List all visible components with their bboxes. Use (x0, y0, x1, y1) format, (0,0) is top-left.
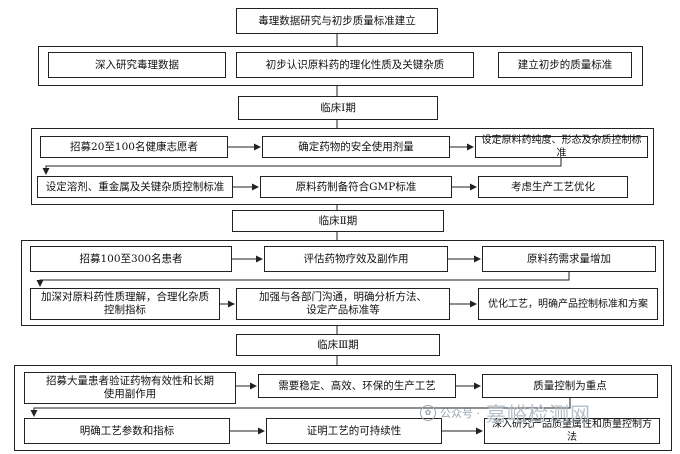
box-impurity-control-line1: 加深对原料药性质理解，合理化杂质 (41, 291, 209, 303)
box-toxicology-data: 深入研究毒理数据 (48, 52, 226, 78)
box-recruit-many-patients-line2: 使用副作用 (103, 388, 157, 400)
wechat-icon: ✿ (420, 404, 436, 421)
stage-title-phase3: 临床Ⅲ期 (236, 334, 440, 356)
box-stable-process: 需要稳定、高效、环保的生产工艺 (258, 374, 456, 398)
group-phase3 (14, 365, 672, 451)
box-impurity-control-line2: 控制指标 (104, 304, 146, 316)
box-physicochemical-properties: 初步认识原料药的理化性质及关键杂质 (236, 52, 474, 78)
box-purity-standard: 设定原料药纯度、形态及杂质控制标准 (475, 135, 648, 159)
box-preliminary-standard: 建立初步的质量标准 (498, 52, 632, 78)
box-recruit-many-patients-line1: 招募大量患者验证药物有效性和长期 (46, 375, 214, 387)
stage-title-toxicology: 毒理数据研究与初步质量标准建立 (236, 8, 438, 34)
stage-title-phase1: 临床Ⅰ期 (238, 96, 438, 120)
group-toxicology (38, 46, 643, 86)
box-process-parameters: 明确工艺参数和指标 (24, 418, 230, 444)
box-recruit-patients: 招募100至300名患者 (30, 246, 232, 272)
box-department-communication-line2: 设定产品标准等 (306, 304, 380, 316)
watermark-account: 公众号 · (440, 406, 480, 420)
box-optimize-process: 优化工艺，明确产品控制标准和方案 (478, 288, 658, 320)
box-efficacy: 评估药物疗效及副作用 (264, 246, 448, 272)
group-phase2 (21, 240, 664, 326)
box-recruit-many-patients: 招募大量患者验证药物有效性和长期 使用副作用 (24, 372, 236, 404)
box-impurity-control: 加深对原料药性质理解，合理化杂质 控制指标 (30, 288, 220, 320)
box-solvent-standard: 设定溶剂、重金属及关键杂质控制标准 (37, 176, 233, 198)
watermark-brand: 嘉峪检测网 (486, 402, 591, 426)
box-gmp: 原料药制备符合GMP标准 (260, 176, 452, 198)
box-safe-dose: 确定药物的安全使用剂量 (262, 136, 450, 158)
box-process-optimization: 考虑生产工艺优化 (478, 176, 628, 198)
box-department-communication: 加强与各部门沟通，明确分析方法、 设定产品标准等 (236, 288, 450, 320)
watermark: ✿ 公众号 · 嘉峪检测网 (420, 398, 591, 427)
box-department-communication-line1: 加强与各部门沟通，明确分析方法、 (259, 291, 427, 303)
box-sustainability: 证明工艺的可持续性 (266, 418, 442, 444)
group-phase1 (31, 128, 654, 205)
box-quality-attributes: 深入研究产品质量属性和质量控制方法 (484, 418, 660, 444)
box-recruit-volunteers: 招募20至100名健康志愿者 (40, 136, 228, 158)
stage-title-phase2: 临床Ⅱ期 (232, 210, 444, 232)
box-demand-increase: 原料药需求量增加 (482, 246, 656, 272)
box-quality-control-focus: 质量控制为重点 (482, 374, 658, 398)
